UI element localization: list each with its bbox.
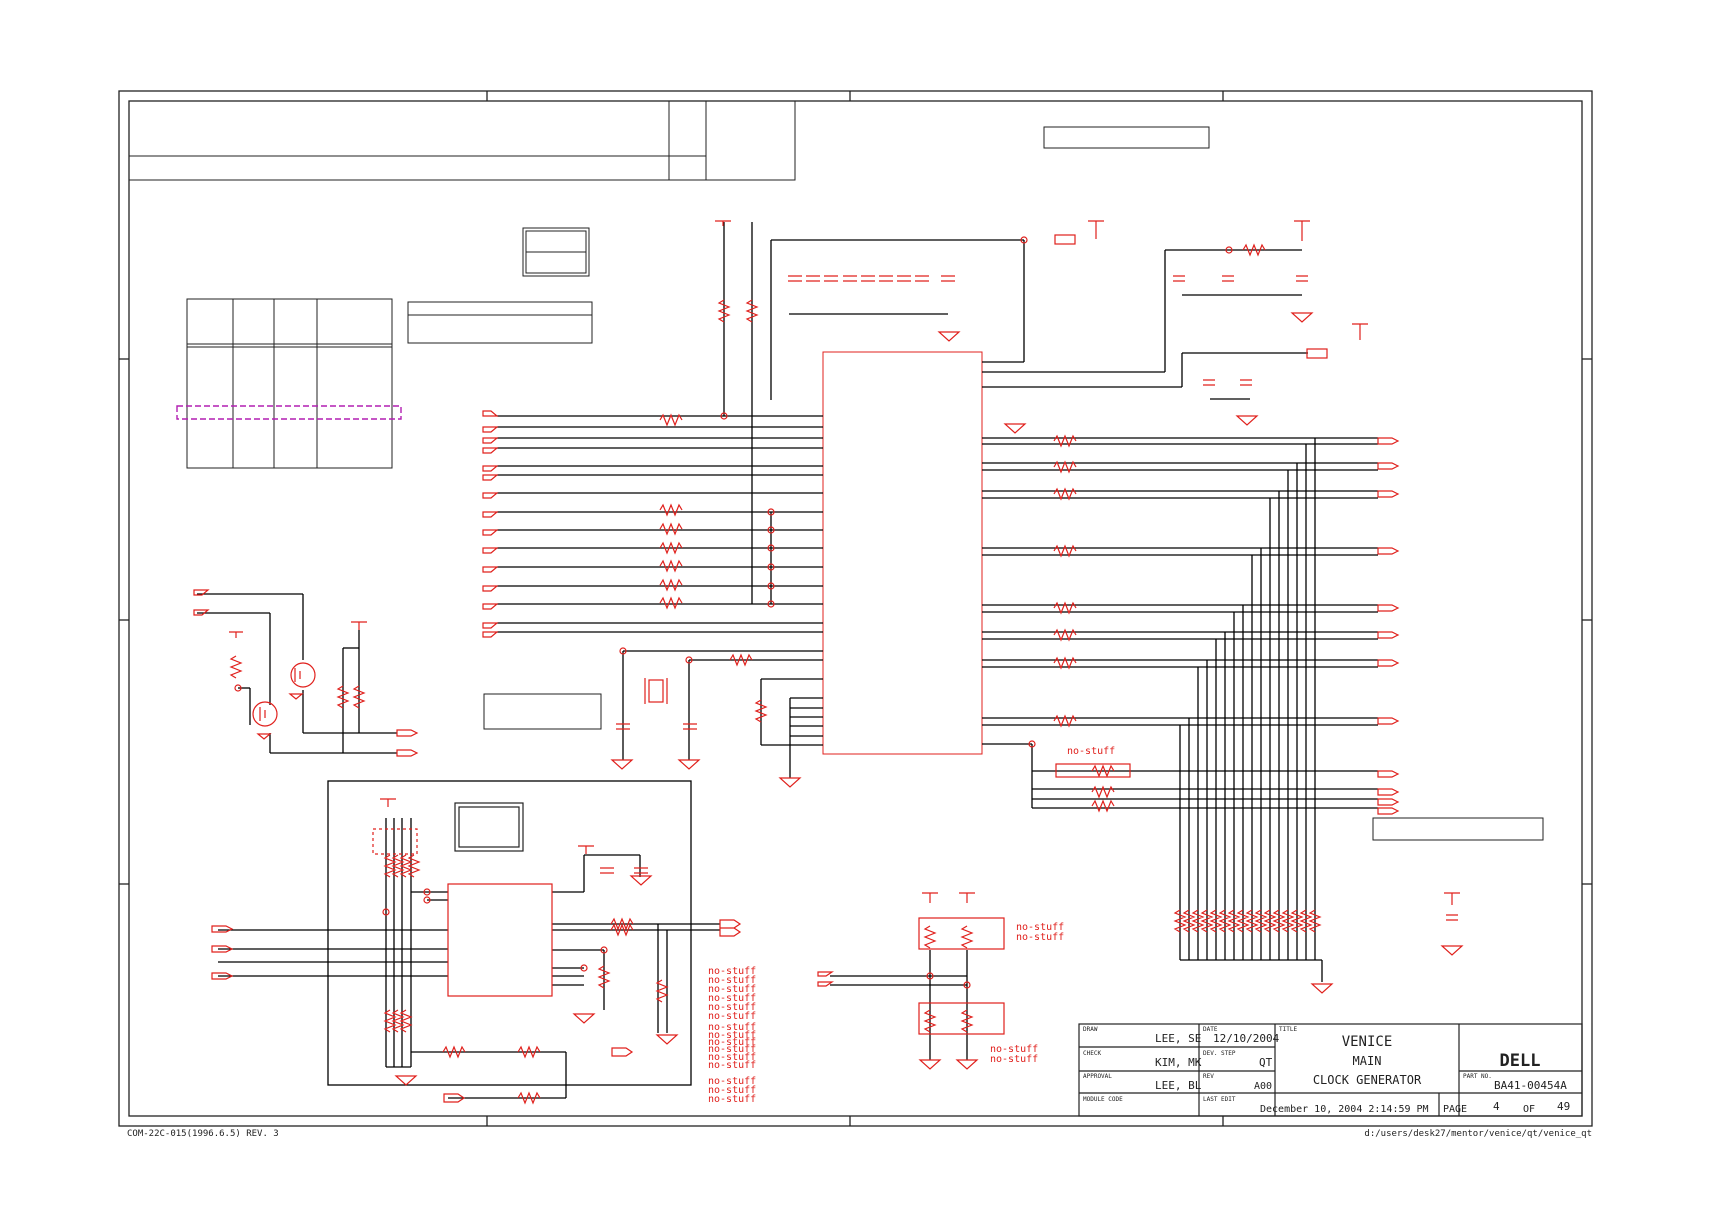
- no-stuff-notes: no-stuff no-stuff no-stuff no-stuff no-s…: [708, 746, 1115, 1105]
- no-stuff-note: no-stuff: [1016, 932, 1064, 943]
- no-stuff-note: no-stuff: [708, 1044, 756, 1055]
- form-code: COM-22C-015(1996.6.5) REV. 3: [127, 1129, 279, 1139]
- no-stuff-note: no-stuff: [1016, 922, 1064, 933]
- no-stuff-note: no-stuff: [708, 1037, 756, 1048]
- no-stuff-note: no-stuff: [708, 984, 756, 995]
- part-no-value: BA41-00454A: [1494, 1079, 1567, 1092]
- no-stuff-note: no-stuff: [708, 1060, 756, 1071]
- no-stuff-note: no-stuff: [708, 1094, 756, 1105]
- dev-step-value: QT: [1259, 1056, 1273, 1069]
- decoupling-caps: [600, 275, 1458, 921]
- title-block: DRAW LEE, SE DATE 12/10/2004 TITLE VENIC…: [1078, 1023, 1583, 1117]
- title-line-3: CLOCK GENERATOR: [1313, 1073, 1422, 1087]
- last-edit-label: LAST EDIT: [1203, 1096, 1236, 1103]
- no-stuff-note: no-stuff: [708, 975, 756, 986]
- title-line-2: MAIN: [1353, 1054, 1382, 1068]
- no-stuff-note: no-stuff: [708, 1052, 756, 1063]
- no-stuff-note: no-stuff: [708, 1076, 756, 1087]
- clock-generator-ic: [822, 351, 983, 755]
- sheet-frame: [118, 90, 1593, 1127]
- no-stuff-note: no-stuff: [708, 966, 756, 977]
- dell-logo: DELL: [1500, 1051, 1541, 1071]
- no-stuff-note: no-stuff: [990, 1054, 1038, 1065]
- rev-label: REV: [1203, 1073, 1214, 1080]
- components: [193, 220, 1464, 1105]
- draw-label: DRAW: [1083, 1026, 1098, 1033]
- no-stuff-note: no-stuff: [1067, 746, 1115, 757]
- no-stuff-note: no-stuff: [708, 1030, 756, 1041]
- page-label: PAGE: [1443, 1104, 1467, 1115]
- highlight-selection-box: [176, 405, 402, 420]
- check-label: CHECK: [1083, 1050, 1101, 1057]
- date-value: 12/10/2004: [1213, 1032, 1280, 1045]
- no-stuff-note: no-stuff: [708, 1085, 756, 1096]
- title-label: TITLE: [1279, 1026, 1297, 1033]
- last-edit-value: December 10, 2004 2:14:59 PM: [1260, 1104, 1429, 1115]
- no-stuff-note: no-stuff: [708, 1011, 756, 1022]
- page-value: 4: [1493, 1100, 1500, 1113]
- date-label: DATE: [1203, 1026, 1218, 1033]
- title-line-1: VENICE: [1342, 1034, 1393, 1050]
- file-path: d:/users/desk27/mentor/venice/qt/venice_…: [1364, 1129, 1592, 1139]
- approval-value: LEE, BL: [1155, 1079, 1202, 1092]
- of-label: OF: [1523, 1104, 1535, 1115]
- total-pages: 49: [1557, 1100, 1570, 1113]
- module-code-label: MODULE CODE: [1083, 1096, 1123, 1103]
- no-stuff-note: no-stuff: [708, 1002, 756, 1013]
- dev-step-label: DEV. STEP: [1203, 1050, 1236, 1057]
- part-no-label: PART NO.: [1463, 1073, 1492, 1080]
- no-stuff-note: no-stuff: [990, 1044, 1038, 1055]
- check-value: KIM, MK: [1155, 1056, 1202, 1069]
- no-stuff-note: no-stuff: [708, 1022, 756, 1033]
- rev-value: A00: [1254, 1081, 1272, 1092]
- wiring: [197, 222, 1378, 1099]
- approval-label: APPROVAL: [1083, 1073, 1112, 1080]
- draw-value: LEE, SE: [1155, 1032, 1201, 1045]
- no-stuff-note: no-stuff: [708, 993, 756, 1004]
- revision-table: [128, 100, 1544, 841]
